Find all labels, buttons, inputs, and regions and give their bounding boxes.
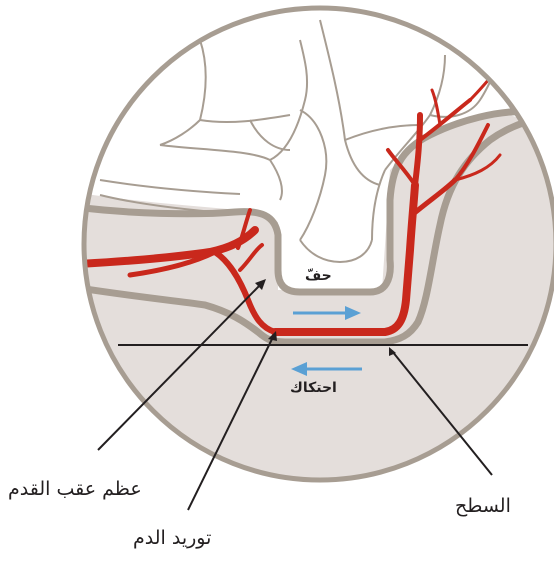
friction-label: احتكاك xyxy=(290,380,337,396)
blood-supply-label: توريد الدم xyxy=(133,527,211,549)
heel-bone-label: عظم عقب القدم xyxy=(8,478,142,500)
surface-label: السطح xyxy=(455,495,511,517)
shear-label: حفّ xyxy=(305,268,332,284)
